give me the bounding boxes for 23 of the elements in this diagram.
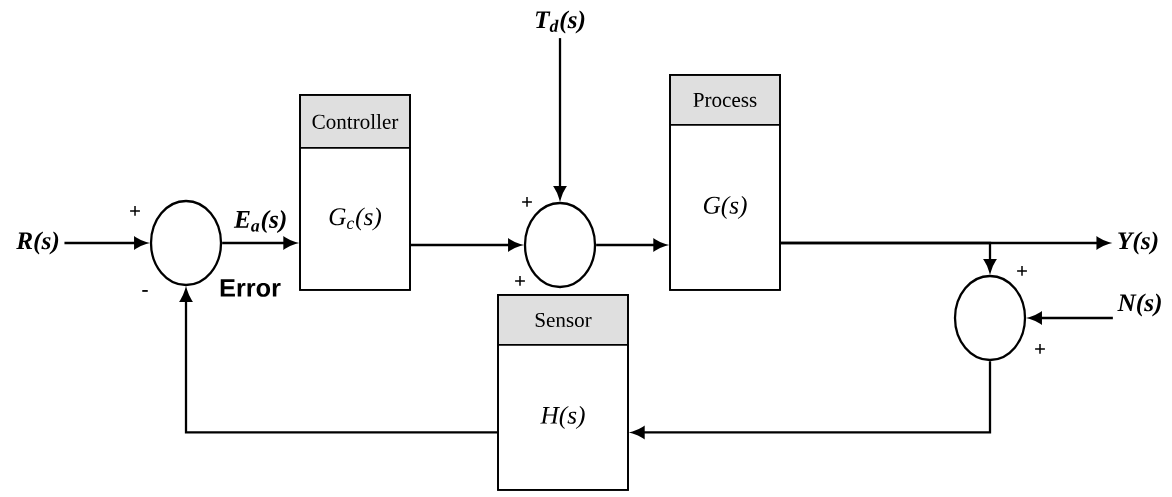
signal-label: T$_{d}$(s) [535,10,585,34]
arrow [780,241,996,272]
caption-text: Error [220,279,281,297]
arrow [596,239,667,251]
signal-label: Y(s) [1118,231,1158,255]
sign-label: + [515,276,525,286]
signal-label: N(s) [1117,293,1161,317]
summing-junction [953,274,1027,362]
sign-label: + [1017,266,1027,276]
arrow [222,237,297,249]
arrow [1029,312,1113,324]
arrow [180,289,498,434]
sign-label: + [522,197,532,207]
sign-label: - [142,290,148,292]
block-box: Process G(s) [669,74,781,291]
arrow [631,361,992,439]
arrow [410,239,521,251]
arrow [554,38,566,199]
block-box: Controller G$_{c}$(s) [299,94,411,291]
arrow [64,237,147,249]
block-box: Sensor H(s) [497,294,629,491]
signal-label: R(s) [16,231,59,255]
edge-label: E$_{a}$(s) [232,208,289,235]
